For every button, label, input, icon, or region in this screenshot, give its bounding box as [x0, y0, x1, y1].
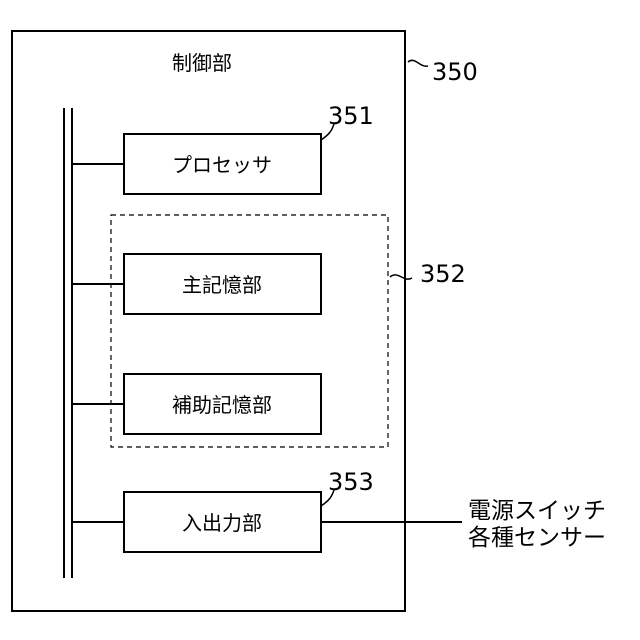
io-label: 入出力部 [182, 511, 262, 535]
ref-351-label: 351 [328, 102, 374, 130]
ref-350-leader [408, 60, 428, 66]
aux-memory-label: 補助記憶部 [172, 393, 272, 417]
ref-352-leader [390, 275, 412, 279]
external-label-line1: 電源スイッチ [468, 498, 606, 524]
external-label-line2: 各種センサー [468, 525, 606, 551]
main-memory-label: 主記憶部 [182, 273, 262, 297]
ref-353-label: 353 [328, 468, 374, 496]
control-unit-title: 制御部 [172, 51, 232, 75]
ref-350-label: 350 [432, 58, 478, 86]
ref-352-label: 352 [420, 260, 466, 288]
processor-label: プロセッサ [172, 153, 272, 177]
